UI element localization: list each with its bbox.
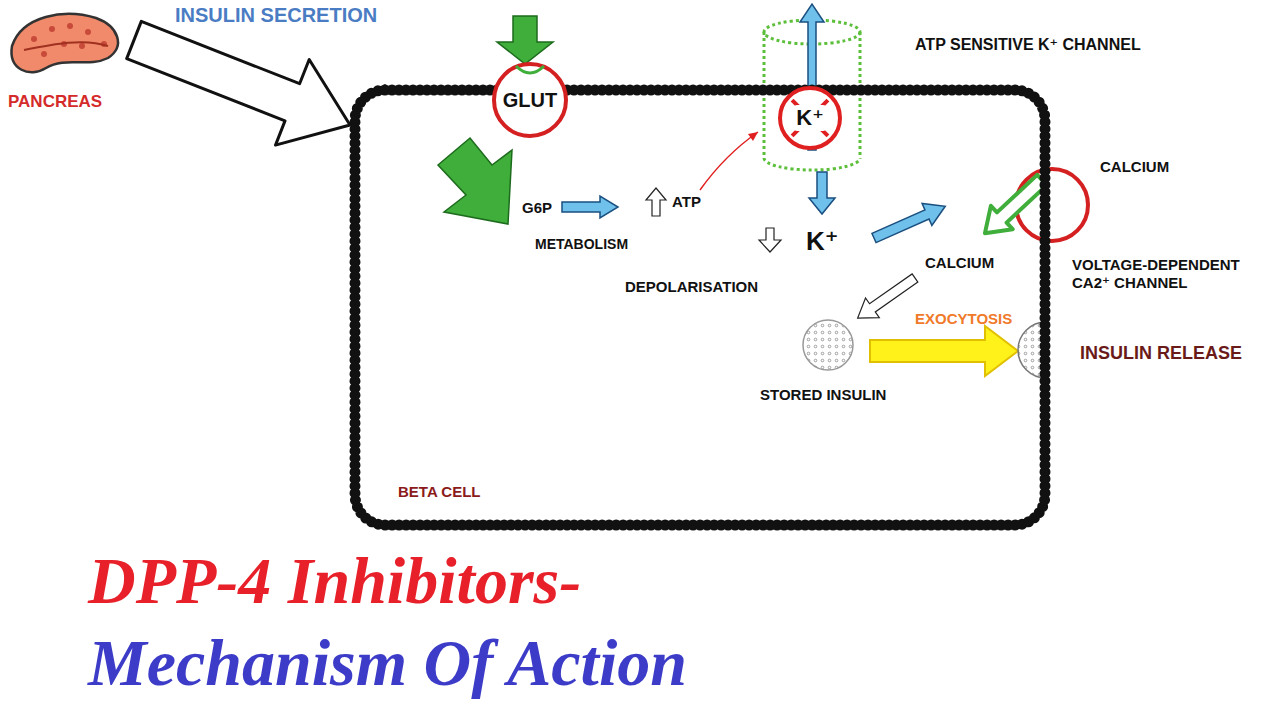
annotation-label: G6P <box>522 199 552 217</box>
insulin-vesicle <box>803 320 853 370</box>
trigger-arrow <box>851 268 922 328</box>
annotation-label: K⁺ <box>806 226 839 257</box>
node-label: K⁺ <box>794 105 826 130</box>
annotation-label: STORED INSULIN <box>760 386 886 404</box>
diagram-title: DPP-4 Inhibitors- Mechanism Of Action <box>88 540 868 704</box>
node-label: GLUT <box>503 89 557 112</box>
annotation-label: CALCIUM <box>1100 158 1169 176</box>
annotation-label: ATP <box>672 193 701 211</box>
annotation-label: CALCIUM <box>925 254 994 272</box>
atp-effect-line <box>700 132 758 190</box>
node-label: BETA CELL <box>398 483 481 500</box>
k-arrow <box>809 172 835 214</box>
node-label: PANCREAS <box>8 92 102 112</box>
increase-arrow <box>646 188 666 216</box>
beta-cell-outline <box>350 85 1050 530</box>
depol-arrow <box>869 195 950 249</box>
exocytosis-arrow <box>870 326 1018 376</box>
metabolism-arrow <box>438 138 512 224</box>
annotation-label: ATP SENSITIVE K⁺ CHANNEL <box>915 35 1141 54</box>
annotation-label: METABOLISM <box>535 236 628 253</box>
flow-arrow <box>562 196 618 218</box>
annotation-label: VOLTAGE-DEPENDENT CA2⁺ CHANNEL <box>1072 256 1257 292</box>
atp-effect-head <box>748 132 758 141</box>
annotation-label: DEPOLARISATION <box>625 278 758 296</box>
annotation-label: INSULIN RELEASE <box>1080 343 1242 365</box>
glucose-arrow <box>497 16 553 64</box>
pancreas-organ: PANCREAS <box>4 4 132 118</box>
annotation-label: INSULIN SECRETION <box>175 3 377 27</box>
annotation-label: EXOCYTOSIS <box>915 310 1012 328</box>
katp-channel-pore: K⁺ <box>778 86 842 150</box>
beta-cell: BETA CELL GLUT K⁺ <box>350 85 1050 530</box>
secretion-arrow <box>127 21 350 145</box>
glut-transporter: GLUT <box>492 62 568 138</box>
decrease-arrow <box>759 228 781 252</box>
